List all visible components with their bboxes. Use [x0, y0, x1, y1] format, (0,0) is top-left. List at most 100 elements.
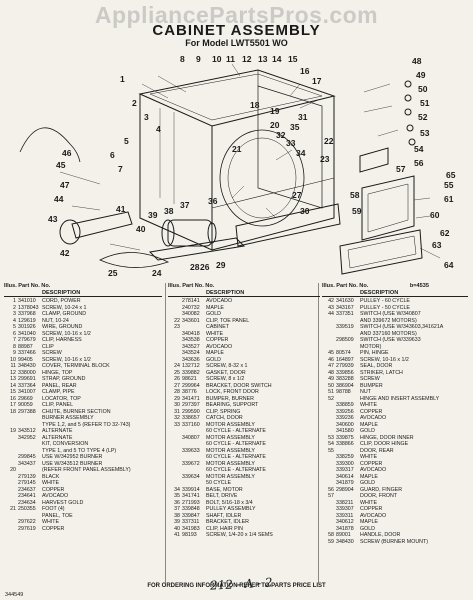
part-description: CLAMP, PIPE	[42, 389, 75, 395]
part-description: AND 337160 MOTORS)	[360, 330, 417, 337]
ill-number: 59	[328, 538, 334, 545]
front-door	[235, 203, 341, 247]
ill-number: 35	[174, 493, 180, 499]
part-number: 98193	[182, 532, 197, 538]
part-number: 338000	[18, 369, 36, 376]
part-description: SCREW, 8-32 x 1	[206, 363, 248, 369]
motor-base	[148, 237, 246, 261]
callout-number: 54	[414, 144, 424, 154]
part-description: MOTOR)	[360, 343, 382, 350]
callout-number: 6	[110, 150, 115, 160]
part-number: 341471	[182, 395, 200, 402]
part-number: 298904	[336, 486, 354, 493]
part-description: BEARING, SUPPORT	[206, 402, 259, 408]
callout-number: 39	[148, 210, 158, 220]
cabinet-left	[139, 94, 213, 251]
callout-number: 51	[420, 98, 430, 108]
callout-number: 25	[108, 268, 118, 278]
part-number: 343524	[182, 350, 200, 356]
part-description: AVOCADO	[42, 493, 69, 499]
part-description: AND 339672 MOTORS)	[360, 317, 417, 324]
ill-number: 23	[174, 324, 180, 330]
part-description: GOLD	[360, 525, 376, 532]
part-number: 340614	[336, 473, 354, 480]
column-header: Illus. Part No. No.	[4, 283, 51, 289]
ill-number: 55	[328, 447, 334, 454]
part-description: SCREW, 10-16 x 1/2	[42, 330, 91, 337]
part-description: MAPLE	[206, 350, 224, 356]
part-description: USE W/343512 BURNER	[42, 460, 103, 467]
part-number: 240732	[182, 304, 200, 311]
part-row: 343524 MAPLE	[168, 350, 320, 357]
part-description: CLAMP, GROUND	[42, 311, 87, 317]
part-number: 234637	[18, 486, 36, 493]
part-number: 337351	[336, 311, 354, 317]
part-description: SHAFT, IDLER	[206, 512, 242, 519]
part-description: CABINET	[206, 324, 229, 330]
power-cord	[19, 127, 81, 163]
part-description: WHITE	[206, 330, 224, 337]
part-number: 341878	[336, 525, 354, 532]
part-description: GOLD	[360, 480, 376, 486]
part-row: 60 CYCLE - ALTERNATE	[168, 428, 320, 435]
part-row: 60 CYCLE - ALTERNATE	[168, 454, 320, 461]
part-number: 297388	[18, 408, 36, 415]
part-number: 98788	[336, 389, 351, 395]
part-number: 271993	[182, 499, 200, 506]
callout-number: 30	[300, 206, 310, 216]
part-description: MAPLE	[206, 304, 224, 311]
part-description: (REFER FRONT PANEL ASSEMBLY)	[42, 467, 131, 473]
part-number: 343636	[182, 356, 200, 363]
part-number: 299691	[18, 376, 36, 382]
part-number: 339300	[336, 460, 354, 467]
callout-number: 26	[200, 262, 210, 272]
column-header-description: DESCRIPTION	[322, 290, 468, 297]
part-description: PULLEY - 50 CYCLE	[360, 304, 410, 311]
part-number: 340600	[336, 421, 354, 428]
part-description: WHITE	[360, 402, 378, 408]
part-number: 339856	[336, 369, 354, 376]
callout-number: 40	[136, 224, 146, 234]
callout-number: 56	[414, 158, 424, 168]
ill-number: 30	[174, 402, 180, 408]
part-description: SWITCH (USE W/339633	[360, 337, 421, 343]
part-number: 339256	[336, 408, 354, 415]
part-row: 341879 GOLD	[322, 480, 468, 487]
part-number: 343437	[18, 460, 36, 467]
part-description: 60 CYCLE - ALTERNATE	[206, 428, 266, 434]
ill-number: 13	[10, 376, 16, 382]
part-number: 80574	[336, 350, 351, 356]
part-number: 339311	[336, 512, 354, 519]
ill-number: 44	[328, 311, 334, 317]
callout-number: 41	[116, 204, 126, 214]
part-number: 341879	[336, 480, 354, 486]
part-row: BURNER ASSEMBLY	[4, 415, 162, 422]
